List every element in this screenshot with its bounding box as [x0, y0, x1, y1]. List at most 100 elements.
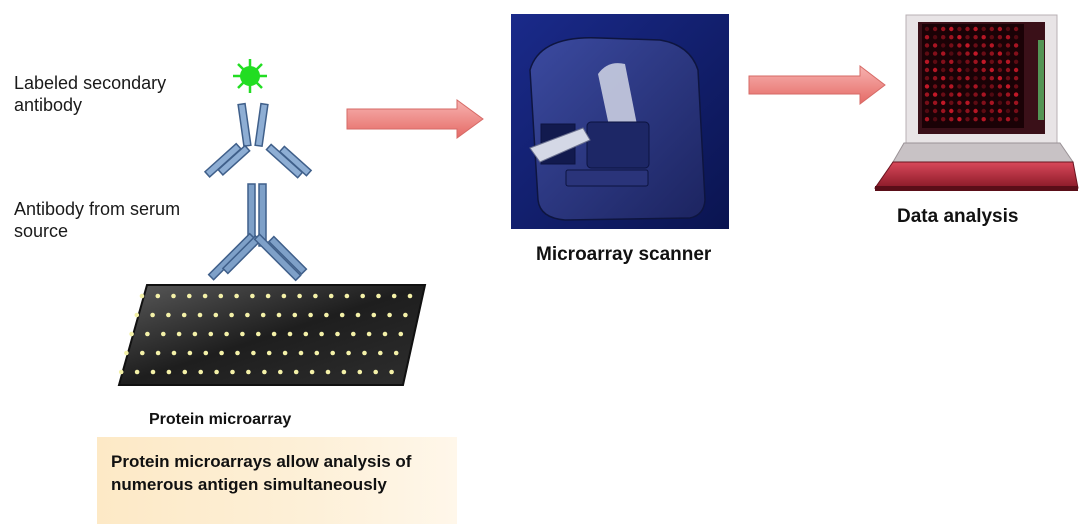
array-spot [355, 312, 361, 318]
heatmap-dot [965, 92, 970, 97]
serum-antibody-label: Antibody from serum source [14, 199, 181, 241]
array-spot [192, 331, 198, 337]
heatmap-dot [973, 59, 978, 64]
heatmap-dot [941, 76, 946, 81]
array-spot [324, 312, 329, 318]
heatmap-dot [932, 76, 938, 81]
heatmap-dot [989, 76, 994, 81]
heatmap-dot [1005, 51, 1011, 56]
array-spot [202, 293, 208, 299]
array-spot [271, 331, 277, 337]
array-spot [234, 293, 239, 299]
heatmap-dot [957, 43, 962, 48]
array-spot [246, 369, 251, 375]
heatmap-dot [941, 92, 946, 97]
heatmap-dot [965, 35, 970, 40]
array-spot [335, 331, 340, 337]
heatmap-dot [957, 51, 962, 56]
array-spot [118, 369, 124, 375]
heatmap-dot [981, 67, 986, 73]
array-spot [166, 312, 171, 318]
array-spot [187, 350, 193, 356]
heatmap-dot [932, 67, 938, 73]
heatmap-dot [981, 76, 986, 81]
heatmap-dot [924, 92, 930, 97]
array-spot [378, 350, 383, 356]
heatmap-dot [989, 84, 994, 89]
array-spot [198, 369, 203, 375]
heatmap-dot [932, 26, 938, 32]
array-spot [155, 293, 161, 299]
array-spot [213, 312, 219, 318]
array-spot [224, 331, 229, 337]
heatmap-dot [997, 92, 1003, 97]
array-spot [393, 350, 399, 356]
heatmap-dot [949, 117, 954, 122]
heatmap-dot [949, 100, 954, 106]
array-spot [325, 369, 331, 375]
array-spot [260, 312, 266, 318]
array-spot [303, 331, 309, 337]
array-spot [351, 331, 356, 337]
heatmap-dot [924, 51, 930, 56]
heatmap-dot [957, 76, 962, 81]
array-spot [292, 312, 298, 318]
array-spot [313, 293, 318, 299]
array-spot [371, 312, 377, 318]
heatmap-dot [1013, 108, 1019, 114]
heatmap-dot [957, 92, 962, 97]
heatmap-dot [1005, 117, 1011, 122]
array-spot [181, 312, 187, 318]
array-spot [265, 293, 271, 299]
heatmap-dot [924, 100, 930, 106]
array-spot [341, 369, 347, 375]
heatmap-dot [973, 100, 978, 106]
array-spot [171, 350, 177, 356]
heatmap-dot [997, 51, 1003, 56]
heatmap-dot [949, 59, 954, 64]
laptop-icon [874, 14, 1079, 191]
array-spot [214, 369, 219, 375]
array-spot [373, 369, 379, 375]
heatmap-dot [1005, 26, 1011, 32]
heatmap-dot [997, 100, 1003, 106]
data-analysis-label: Data analysis [897, 206, 1019, 227]
heatmap-dot [1013, 67, 1019, 73]
heatmap-dot [932, 108, 938, 114]
array-spot [150, 369, 156, 375]
heatmap-dot [949, 108, 954, 114]
heatmap-dot [973, 76, 978, 81]
heatmap-dot [973, 35, 978, 40]
array-spot [176, 331, 182, 337]
heatmap-dot [932, 43, 938, 48]
heatmap-dot [941, 59, 946, 64]
heatmap-dot [932, 35, 938, 40]
heatmap-dot [973, 108, 978, 114]
heatmap-dot [949, 35, 954, 40]
heatmap-dot [981, 51, 986, 56]
heatmap-dot [997, 67, 1003, 73]
heatmap-dot [932, 117, 938, 122]
array-spot [357, 369, 363, 375]
heatmap-dot [1005, 100, 1011, 106]
array-spot [150, 312, 155, 318]
heatmap-dot [981, 84, 986, 89]
heatmap-dot [973, 92, 978, 97]
callout-text: Protein microarrays allow analysis of nu… [111, 452, 412, 494]
heatmap-dot [981, 35, 986, 40]
heatmap-dot [957, 100, 962, 106]
heatmap-dot [981, 108, 986, 114]
array-spot [140, 350, 145, 356]
heatmap-dot [1005, 43, 1011, 48]
array-spot [366, 331, 372, 337]
heatmap-dot [1005, 35, 1011, 40]
heatmap-dot [973, 43, 978, 48]
heatmap-dot [1013, 43, 1019, 48]
array-spot [407, 293, 413, 299]
heatmap-dot [932, 51, 938, 56]
heatmap-dot [965, 26, 970, 32]
array-spot [155, 350, 161, 356]
heatmap-dot [997, 84, 1003, 89]
array-spot [124, 350, 129, 356]
heatmap-dot [1005, 67, 1011, 73]
